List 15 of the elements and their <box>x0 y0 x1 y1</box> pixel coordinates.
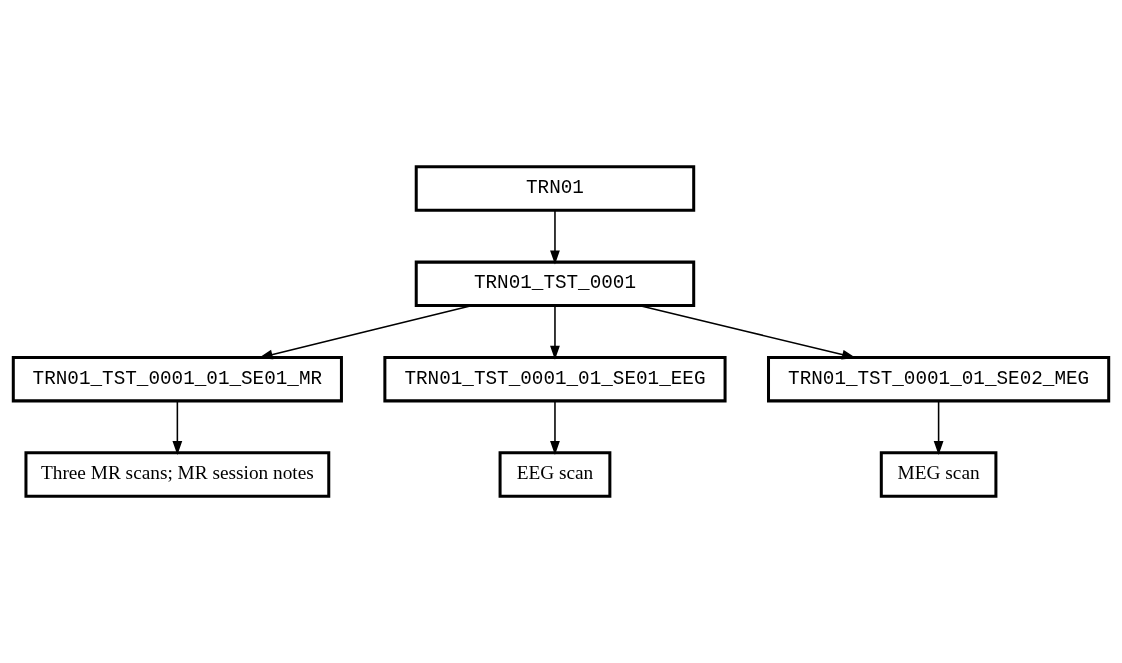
arrow <box>550 400 560 456</box>
arrow <box>258 304 472 360</box>
node-box: TRN01_TST_0001 <box>414 260 696 308</box>
arrow <box>550 209 560 265</box>
node-box: TRN01_TST_0001_01_SE01_MR <box>11 355 343 403</box>
node-box: TRN01 <box>414 165 696 212</box>
node-box: TRN01_TST_0001_01_SE01_EEG <box>383 355 727 403</box>
node-box: TRN01_TST_0001_01_SE02_MEG <box>767 355 1111 403</box>
node-box: Three MR scans; MR session notes <box>24 451 331 498</box>
arrow <box>933 400 944 456</box>
arrow <box>550 304 560 360</box>
node-box: MEG scan <box>879 451 998 498</box>
node-box: EEG scan <box>498 451 612 498</box>
arrow <box>172 400 183 456</box>
arrow <box>639 304 856 360</box>
